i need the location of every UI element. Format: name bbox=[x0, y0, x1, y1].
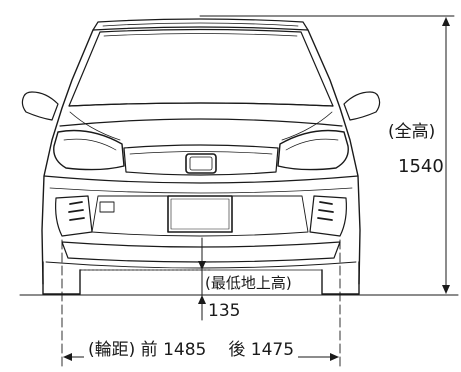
right-fog-lamp-housing bbox=[309, 195, 347, 237]
left-sensor bbox=[99, 201, 115, 213]
track-rear-value: 1475 bbox=[250, 340, 295, 360]
left-side-mirror bbox=[21, 91, 59, 121]
front-emblem bbox=[185, 153, 217, 174]
right-body-outline bbox=[307, 29, 361, 285]
roof-inner-line bbox=[102, 22, 299, 27]
track-front-value: 1485 bbox=[163, 340, 207, 360]
lower-lip bbox=[45, 261, 357, 269]
front-bumper bbox=[43, 175, 359, 269]
bumper-upper-line bbox=[43, 175, 359, 184]
track-rear-label: 後 bbox=[228, 340, 246, 360]
left-vent-slats bbox=[68, 201, 85, 221]
track-width-label: (輪距) bbox=[88, 340, 136, 360]
right-side-mirror bbox=[343, 91, 381, 121]
hood-crease-right bbox=[281, 111, 333, 141]
bumper-mid-line bbox=[49, 187, 353, 194]
plate-surround bbox=[91, 195, 309, 237]
windshield bbox=[68, 28, 334, 107]
hood-line bbox=[59, 118, 343, 127]
ground-clearance-arrow-top bbox=[198, 261, 206, 270]
left-body-outline bbox=[41, 29, 94, 285]
total-height-arrow-bottom bbox=[442, 285, 450, 294]
front-lamps-and-grille bbox=[53, 129, 349, 176]
front-emblem-inner bbox=[189, 156, 213, 171]
left-headlight-inner bbox=[63, 138, 117, 151]
right-vent-slats bbox=[317, 201, 334, 221]
license-plate bbox=[167, 195, 233, 233]
ground-clearance-label: (最低地上高) bbox=[203, 274, 294, 292]
dimension-lines bbox=[19, 15, 459, 367]
track-front-label: 前 bbox=[140, 340, 158, 360]
track-width-arrow-right bbox=[330, 353, 339, 361]
total-height-label: (全高) bbox=[388, 122, 436, 142]
windshield-inner bbox=[103, 33, 298, 37]
left-headlight bbox=[53, 129, 125, 171]
total-height-arrow-top bbox=[442, 17, 450, 26]
right-tyre bbox=[321, 261, 360, 295]
lower-intake bbox=[61, 241, 341, 263]
track-width-label-group: (輪距) 前 1485 後 1475 bbox=[84, 340, 299, 360]
hood-leading-edge bbox=[68, 102, 334, 107]
track-width-arrow-left bbox=[63, 353, 72, 361]
hood-crease-left bbox=[69, 111, 121, 141]
license-plate-inner bbox=[170, 198, 230, 230]
left-tyre bbox=[42, 261, 81, 295]
right-headlight-inner bbox=[285, 138, 339, 151]
total-height-value: 1540 bbox=[398, 156, 444, 177]
upper-grille bbox=[123, 144, 279, 176]
left-fog-lamp-housing bbox=[55, 195, 93, 237]
ground-clearance-arrow bbox=[198, 295, 206, 304]
upper-grille-inner bbox=[129, 151, 273, 155]
ground-clearance-value: 135 bbox=[208, 301, 241, 321]
vehicle-body bbox=[21, 18, 381, 285]
right-headlight bbox=[277, 129, 349, 171]
